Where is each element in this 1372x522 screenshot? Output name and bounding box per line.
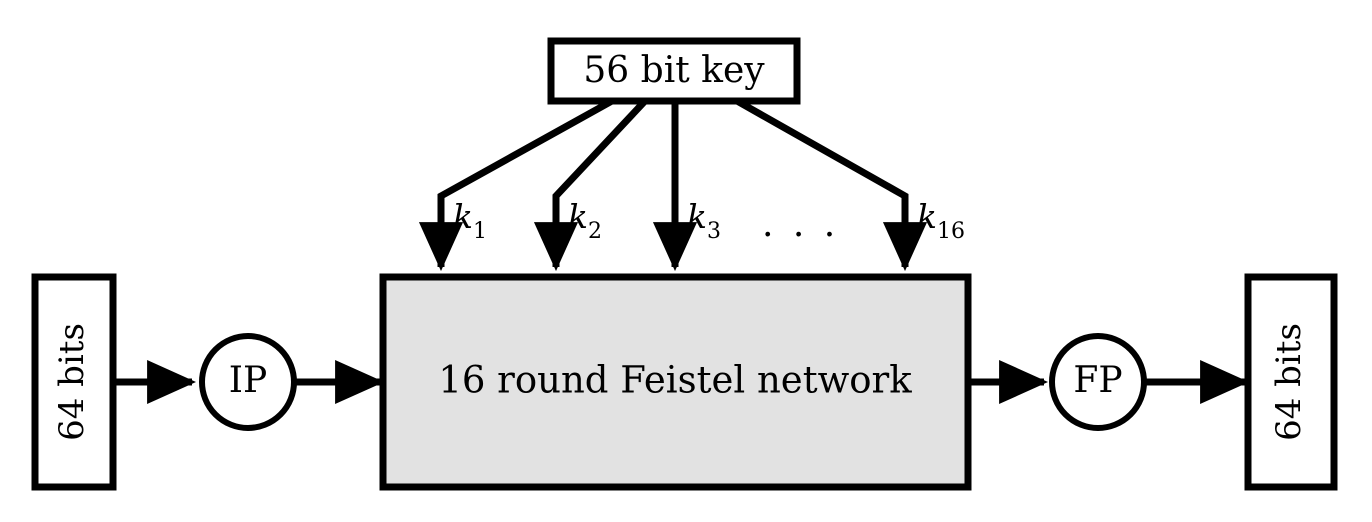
subkey-label-k2: k 2	[568, 197, 602, 244]
output-block-label: 64 bits	[1269, 323, 1309, 441]
subkey-line-k1	[418, 97, 614, 272]
input-block-rect	[31, 273, 117, 491]
subkey-label-k2-base: k	[568, 197, 588, 236]
fp-node-label: FP	[1073, 360, 1122, 401]
subkey-label-k16-base: k	[917, 197, 937, 236]
subkey-line-k16	[735, 97, 928, 272]
subkey-label-k1-index: 1	[473, 219, 487, 244]
subkey-label-k1: k 1	[453, 197, 487, 244]
subkey-label-k2-index: 2	[588, 219, 602, 244]
input-block: 64 bits	[31, 273, 117, 491]
subkey-label-k3-index: 3	[707, 219, 721, 244]
feistel-block: 16 round Feistel network	[379, 273, 972, 491]
key-block-label: 56 bit key	[583, 50, 765, 91]
subkey-label-k16-index: 16	[937, 219, 965, 244]
key-block: 56 bit key	[547, 37, 801, 105]
subkey-line-k2	[533, 98, 648, 272]
subkey-label-k3: k 3	[687, 197, 721, 244]
output-block-rect	[1244, 273, 1338, 491]
ip-node: IP	[199, 333, 297, 431]
feistel-block-rect	[379, 273, 972, 491]
fp-node: FP	[1049, 333, 1147, 431]
output-block: 64 bits	[1244, 273, 1338, 491]
key-block-rect	[547, 37, 801, 105]
subkey-label-k3-base: k	[687, 197, 707, 236]
feistel-block-label: 16 round Feistel network	[438, 359, 912, 402]
subkey-label-k16: k 16	[917, 197, 965, 244]
ip-node-label: IP	[229, 360, 267, 401]
subkey-ellipsis: . . .	[762, 204, 839, 245]
input-block-label: 64 bits	[52, 323, 92, 441]
subkey-label-k1-base: k	[453, 197, 473, 236]
